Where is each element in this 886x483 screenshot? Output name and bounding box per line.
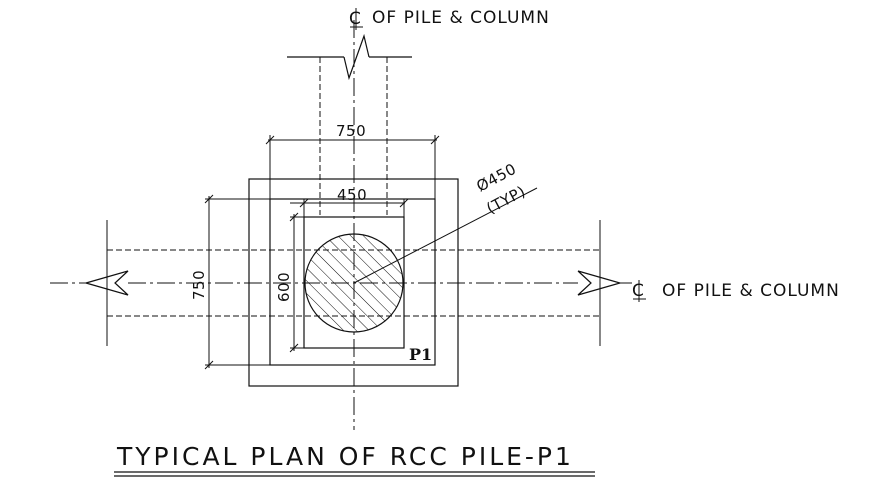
pile-mark: P1 [409,345,432,364]
dim-outer-width-text: 750 [336,122,366,140]
drawing-title: TYPICAL PLAN OF RCC PILE-P1 [116,442,574,471]
dim-column-height [289,212,304,353]
centerline-label-top: OF PILE & COLUMN [372,8,550,28]
svg-text:C: C [349,9,362,29]
svg-text:C: C [632,281,645,301]
pile-cap-inner [269,198,436,366]
centerline-symbol-right: C [632,280,646,302]
title-underline [114,471,595,477]
pile-cap-outer [248,178,459,387]
dim-column-width-text: 450 [337,186,367,204]
centerline-label-right: OF PILE & COLUMN [662,281,840,301]
dim-column-height-text: 600 [275,272,293,302]
column-outline-top [287,33,412,215]
dim-outer-height [204,194,270,370]
centerline-symbol-top: C [349,8,363,30]
column-outline [303,216,405,349]
pile-circle [304,233,404,333]
dim-outer-height-text: 750 [190,270,208,300]
dim-column-width [290,198,409,217]
centerlines [50,20,632,430]
pile-diameter-leader [353,187,538,284]
dim-outer-width [265,135,440,199]
